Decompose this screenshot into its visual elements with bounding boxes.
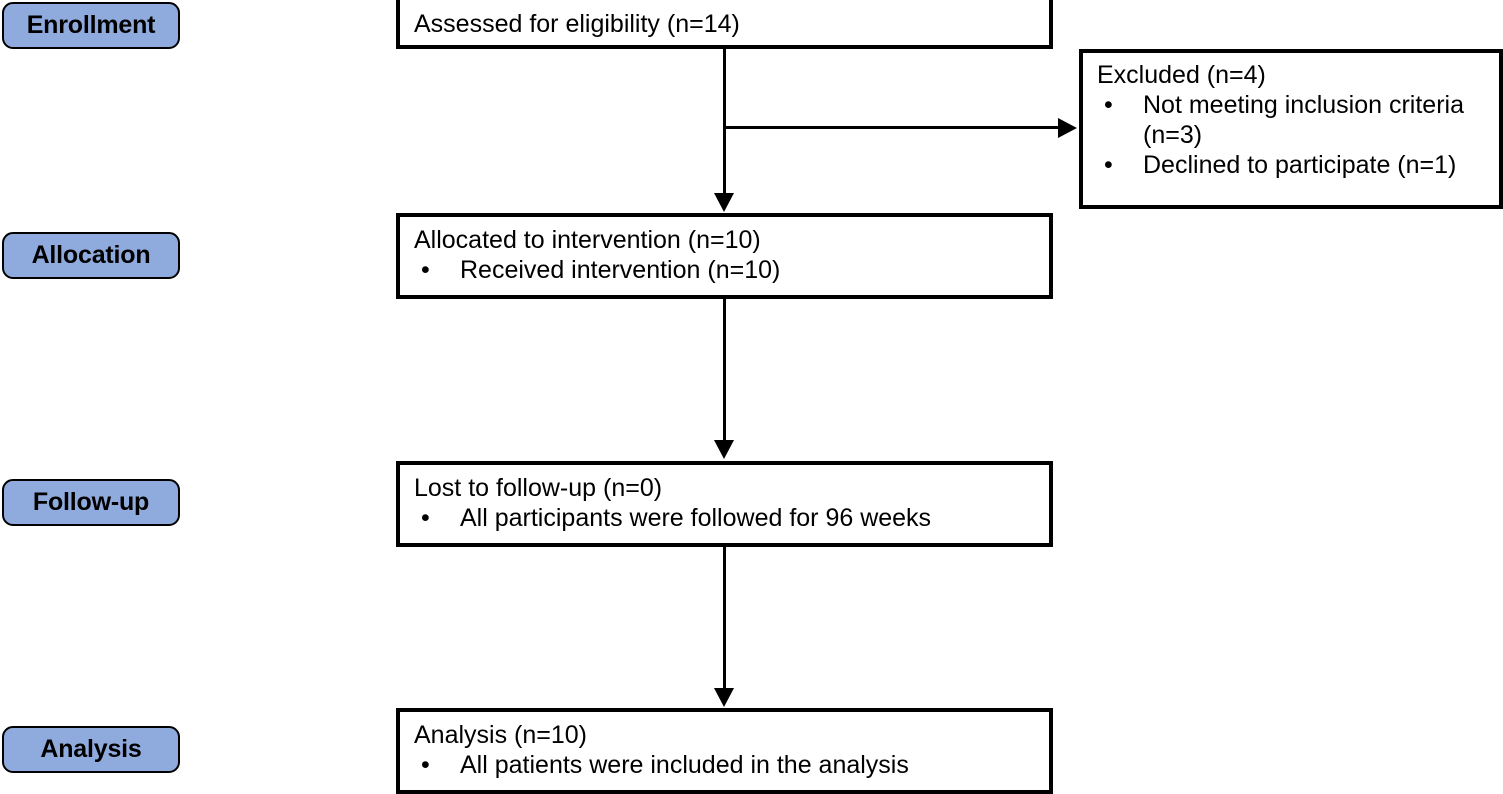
- connector-allocated-to-followup-arrowhead: [714, 440, 734, 459]
- box-assessed-for-eligibility: Assessed for eligibility (n=14): [396, 0, 1053, 49]
- list-item-line1: All participants were followed for 96 we…: [460, 504, 932, 532]
- box-assessed-headline: Assessed for eligibility (n=14): [414, 10, 740, 38]
- bullet-icon: •: [1104, 151, 1113, 179]
- stage-label-followup: Follow-up: [2, 479, 180, 526]
- box-analysis-headline: Analysis (n=10): [414, 721, 587, 749]
- connector-assessed-to-allocated-line: [723, 49, 726, 197]
- list-item-line2: (n=3): [1143, 120, 1203, 149]
- connector-allocated-to-followup-line: [723, 299, 726, 442]
- box-excluded-headline: Excluded (n=4): [1097, 61, 1266, 89]
- connector-excluded-line: [723, 126, 1060, 129]
- connector-assessed-to-allocated-arrowhead: [714, 193, 734, 212]
- bullet-icon: •: [421, 256, 430, 284]
- box-lost-to-follow-up: Lost to follow-up (n=0) • All participan…: [396, 461, 1053, 547]
- connector-excluded-arrowhead: [1058, 118, 1077, 138]
- list-item: • All participants were followed for 96 …: [414, 504, 1039, 534]
- list-item: • All patients were included in the anal…: [414, 751, 1039, 781]
- box-analysis: Analysis (n=10) • All patients were incl…: [396, 708, 1053, 794]
- list-item: • Declined to participate (n=1): [1097, 151, 1489, 181]
- list-item-line1: Received intervention (n=10): [460, 256, 781, 284]
- box-allocated-to-intervention: Allocated to intervention (n=10) • Recei…: [396, 213, 1053, 299]
- connector-followup-to-analysis-arrowhead: [714, 688, 734, 707]
- list-item: • Not meeting inclusion criteria (n=3): [1097, 91, 1489, 150]
- stage-label-allocation: Allocation: [2, 232, 180, 279]
- stage-label-followup-text: Follow-up: [32, 488, 150, 516]
- bullet-icon: •: [421, 751, 430, 779]
- bullet-icon: •: [1104, 91, 1113, 119]
- list-item: • Received intervention (n=10): [414, 256, 1039, 286]
- stage-label-allocation-text: Allocation: [31, 241, 151, 269]
- box-excluded: Excluded (n=4) • Not meeting inclusion c…: [1079, 49, 1503, 209]
- box-excluded-bullet-list: • Not meeting inclusion criteria (n=3) •…: [1097, 91, 1489, 181]
- list-item-line1: Declined to participate (n=1): [1143, 151, 1457, 179]
- box-followup-headline: Lost to follow-up (n=0): [414, 474, 663, 502]
- bullet-icon: •: [421, 504, 430, 532]
- stage-label-analysis-text: Analysis: [40, 735, 142, 763]
- stage-label-analysis: Analysis: [2, 726, 180, 773]
- list-item-line1: Not meeting inclusion criteria: [1143, 91, 1464, 119]
- box-allocated-bullet-list: • Received intervention (n=10): [414, 256, 1039, 286]
- stage-label-enrollment: Enrollment: [2, 2, 180, 49]
- connector-followup-to-analysis-line: [723, 547, 726, 690]
- stage-label-enrollment-text: Enrollment: [26, 11, 156, 39]
- box-followup-bullet-list: • All participants were followed for 96 …: [414, 504, 1039, 534]
- list-item-line1: All patients were included in the analys…: [460, 751, 909, 779]
- box-allocated-headline: Allocated to intervention (n=10): [414, 226, 761, 254]
- box-analysis-bullet-list: • All patients were included in the anal…: [414, 751, 1039, 781]
